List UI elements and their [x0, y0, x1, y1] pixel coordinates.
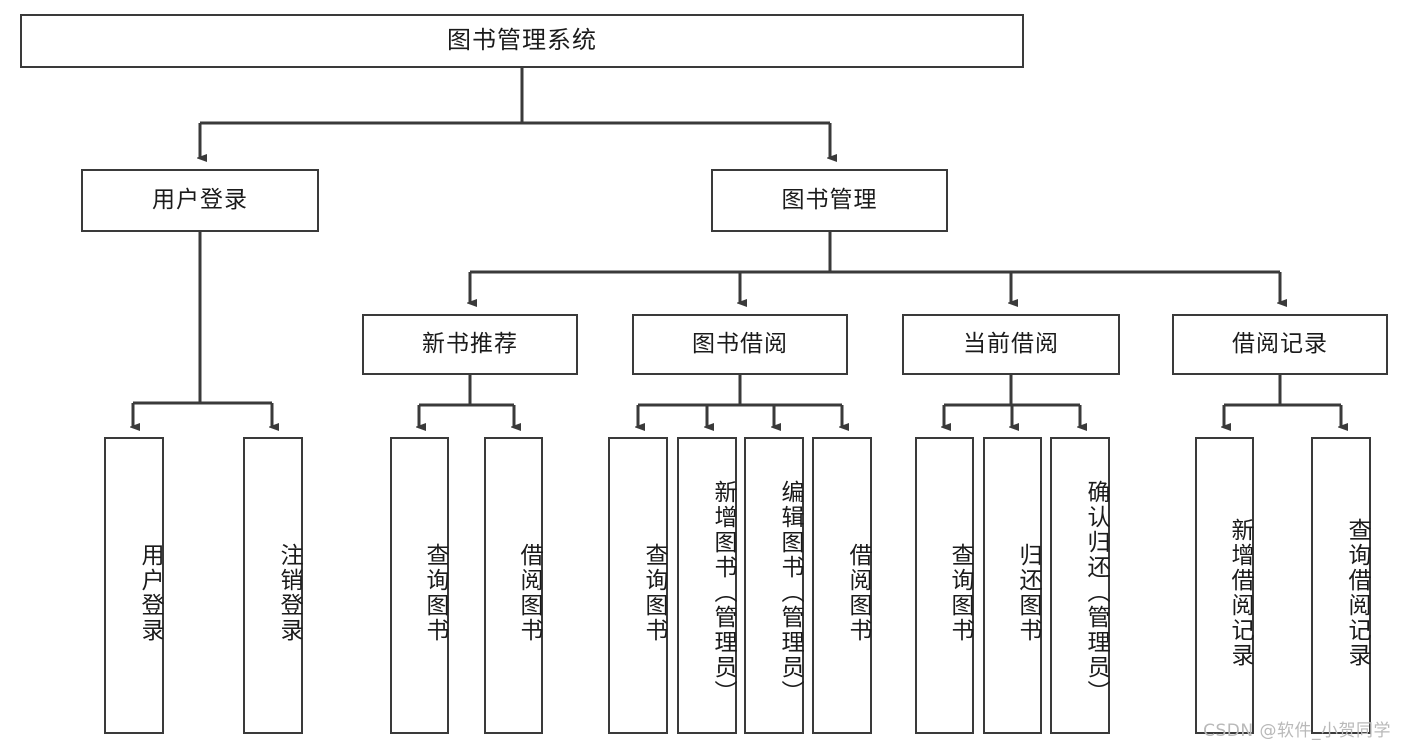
node-label: 用户登录 — [152, 187, 248, 214]
node-label: 图书管理 — [781, 187, 878, 214]
node-current-borrow[interactable]: 当前借阅 — [902, 314, 1120, 375]
node-label: 借阅记录 — [1232, 331, 1328, 358]
node-label: 新增图书（管理员） — [710, 480, 736, 705]
leaf-borrow-edit-book-admin[interactable]: 编辑图书（管理员） — [744, 437, 804, 734]
node-label: 编辑图书（管理员） — [777, 480, 803, 705]
node-label: 注销登录 — [276, 542, 302, 643]
node-label: 借阅图书 — [516, 542, 542, 643]
leaf-current-query-book[interactable]: 查询图书 — [915, 437, 974, 734]
node-label: 图书管理系统 — [447, 26, 597, 55]
node-label: 查询图书 — [947, 542, 973, 643]
node-new-book-recommend[interactable]: 新书推荐 — [362, 314, 578, 375]
leaf-record-add-record[interactable]: 新增借阅记录 — [1195, 437, 1254, 734]
node-user-login[interactable]: 用户登录 — [81, 169, 319, 232]
leaf-borrow-add-book-admin[interactable]: 新增图书（管理员） — [677, 437, 737, 734]
leaf-borrow-borrow-book[interactable]: 借阅图书 — [812, 437, 872, 734]
csdn-watermark: CSDN @软件_小贺同学 — [1203, 721, 1391, 741]
node-label: 用户登录 — [137, 542, 163, 643]
node-label: 新增借阅记录 — [1227, 517, 1253, 668]
node-label: 查询图书 — [422, 542, 448, 643]
leaf-record-query-record[interactable]: 查询借阅记录 — [1311, 437, 1371, 734]
node-label: 归还图书 — [1015, 542, 1041, 643]
node-label: 确认归还（管理员） — [1083, 480, 1109, 705]
node-label: 当前借阅 — [963, 331, 1059, 358]
node-borrow-record[interactable]: 借阅记录 — [1172, 314, 1388, 375]
node-label: 查询图书 — [641, 542, 667, 643]
leaf-user-login-login[interactable]: 用户登录 — [104, 437, 164, 734]
leaf-recommend-borrow-book[interactable]: 借阅图书 — [484, 437, 543, 734]
leaf-current-confirm-return-admin[interactable]: 确认归还（管理员） — [1050, 437, 1110, 734]
leaf-recommend-query-book[interactable]: 查询图书 — [390, 437, 449, 734]
node-label: 图书借阅 — [692, 331, 788, 358]
node-book-borrow[interactable]: 图书借阅 — [632, 314, 848, 375]
node-book-management[interactable]: 图书管理 — [711, 169, 948, 232]
node-label: 查询借阅记录 — [1344, 517, 1370, 668]
leaf-borrow-query-book[interactable]: 查询图书 — [608, 437, 668, 734]
leaf-current-return-book[interactable]: 归还图书 — [983, 437, 1042, 734]
node-label: 新书推荐 — [422, 331, 518, 358]
leaf-user-login-logout[interactable]: 注销登录 — [243, 437, 303, 734]
node-label: 借阅图书 — [845, 542, 871, 643]
node-root-system[interactable]: 图书管理系统 — [20, 14, 1024, 68]
